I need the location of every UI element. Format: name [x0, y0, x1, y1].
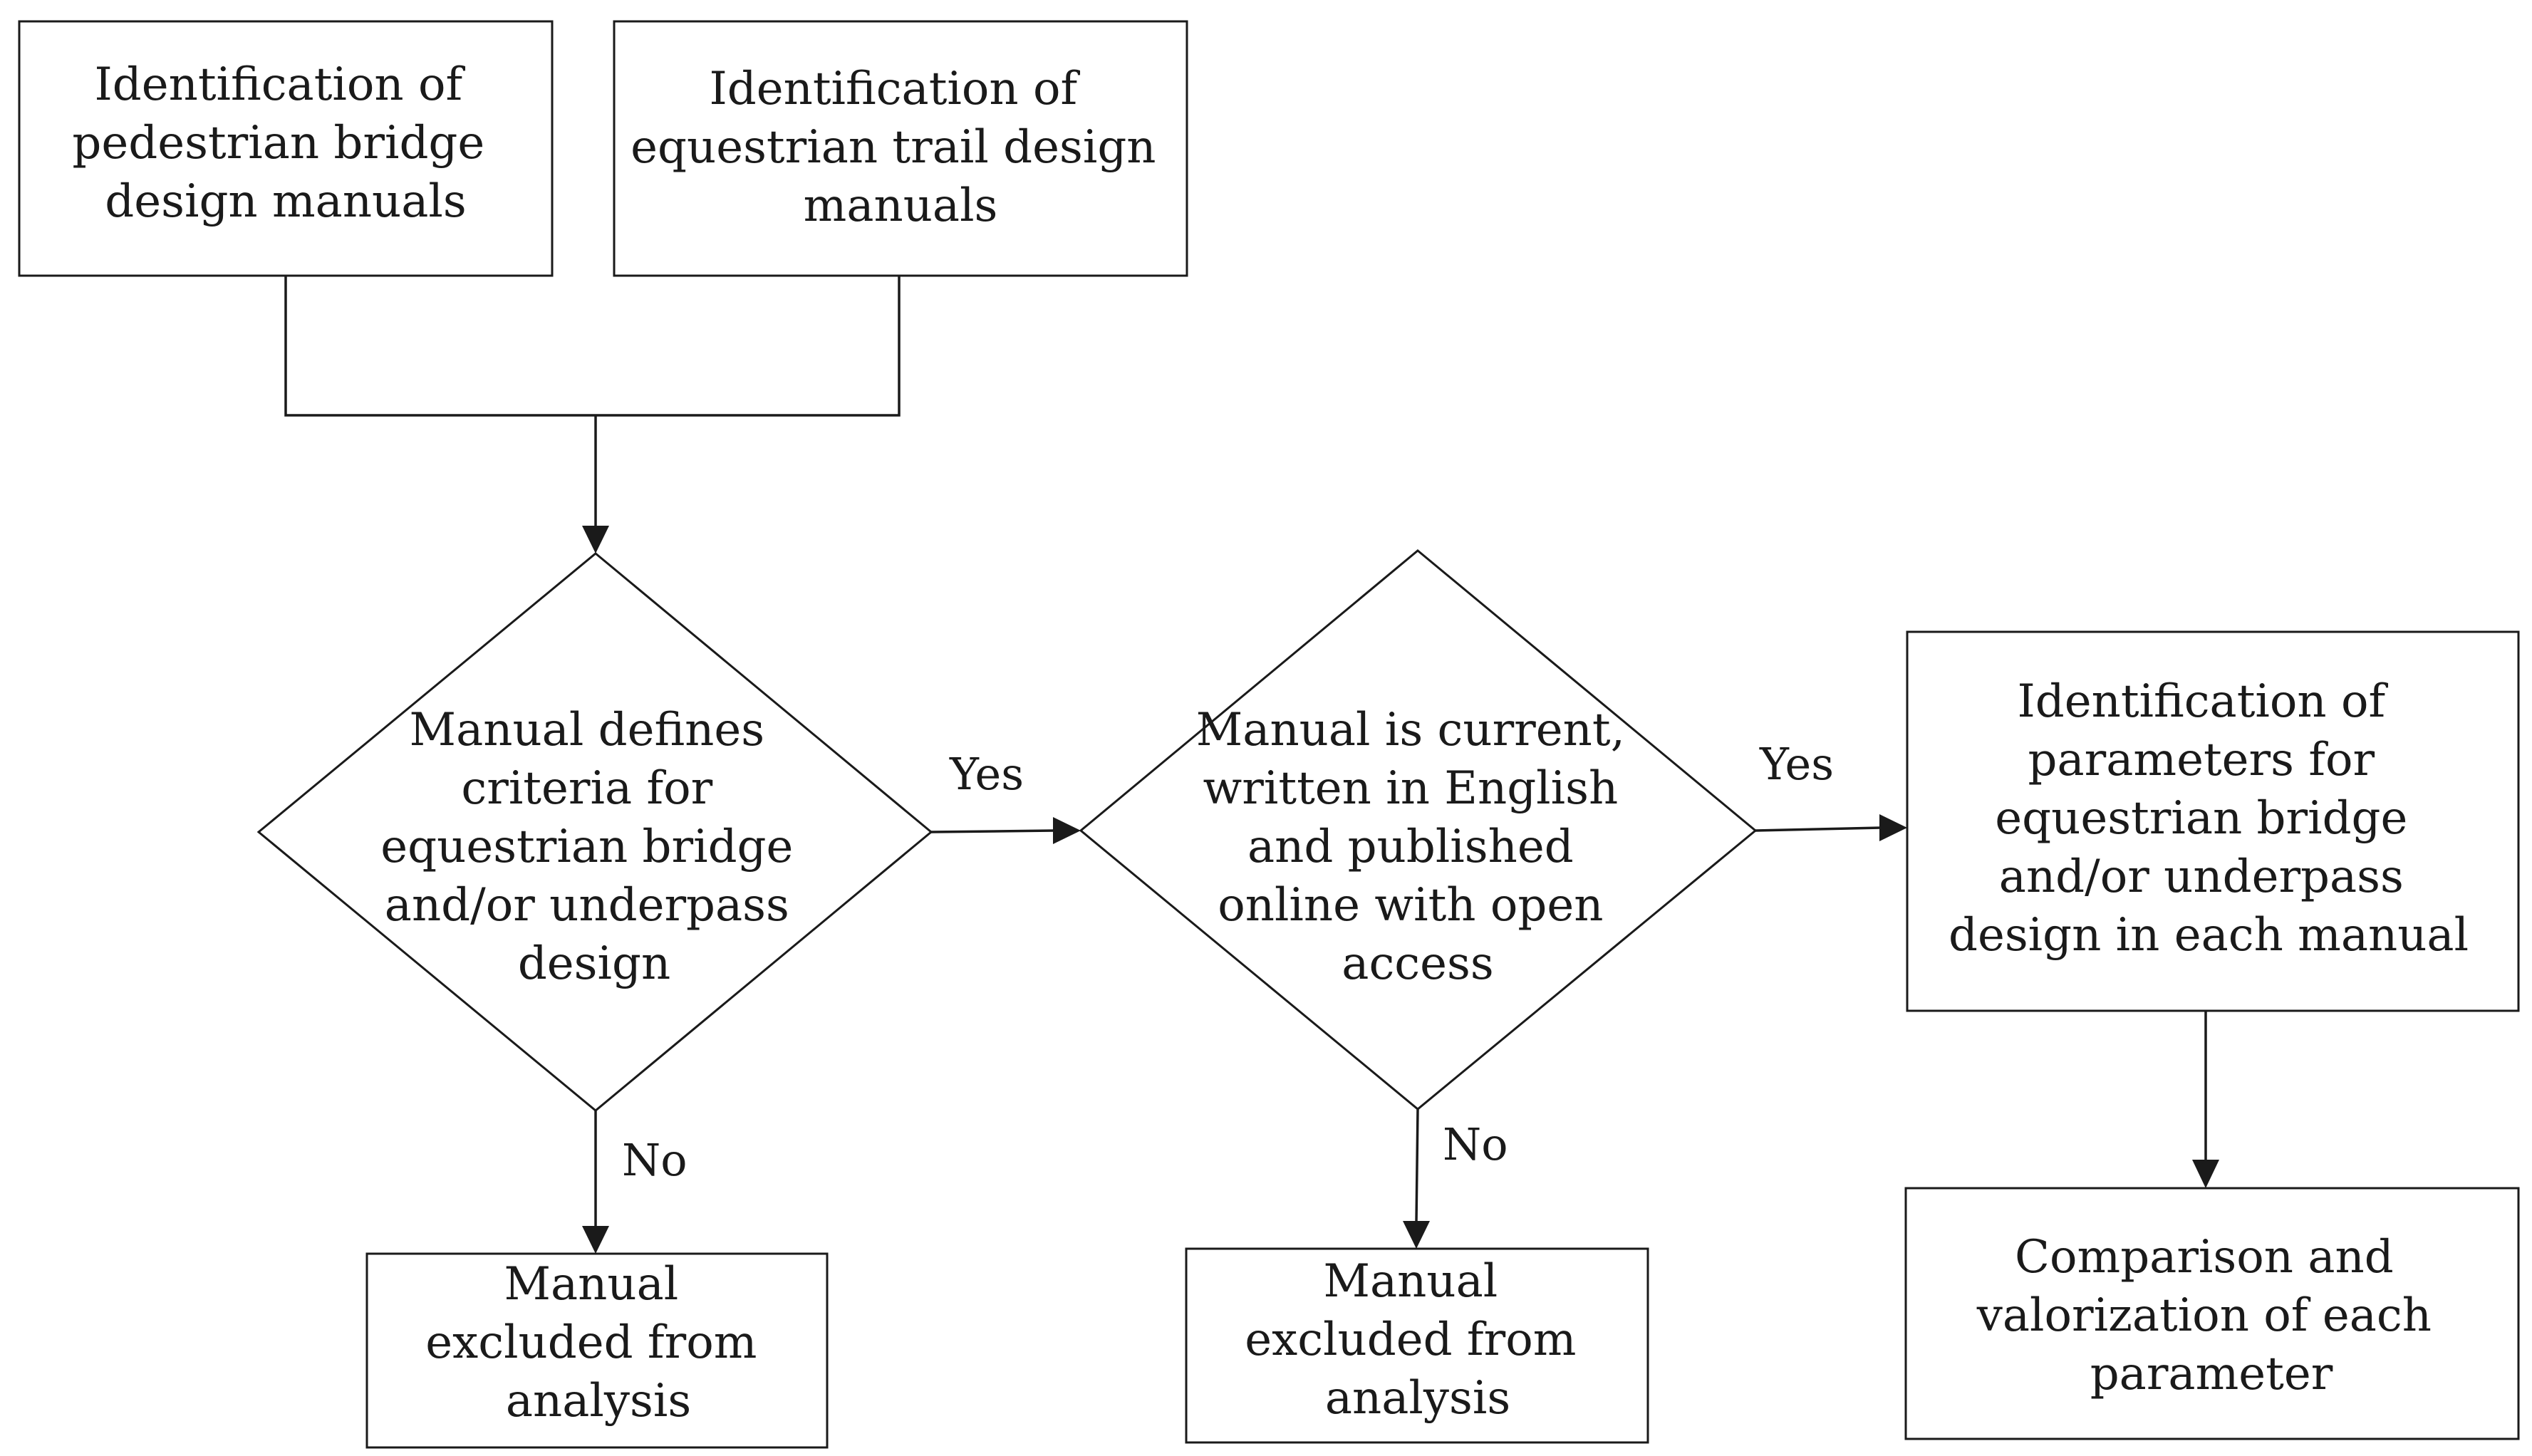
node-text-line: Manual [504, 1258, 678, 1311]
node-text-line: analysis [506, 1375, 691, 1428]
arrowhead-yes-2 [1879, 814, 1907, 841]
node-text-line: valorization of each [1976, 1289, 2432, 1342]
node-comparison-text: Comparison and valorization of each para… [1976, 1231, 2447, 1400]
node-decision-criteria-text: Manual defines criteria for equestrian b… [380, 704, 807, 990]
arrow-yes-2 [1755, 826, 1882, 832]
node-excluded-2 [1185, 1247, 1649, 1444]
node-text-line: excluded from [1245, 1314, 1576, 1366]
arrowhead-yes-1 [1053, 817, 1081, 844]
node-text-line: design [518, 937, 670, 990]
node-text-line: excluded from [425, 1316, 757, 1369]
node-text-line: access [1342, 937, 1493, 990]
arrowhead-no-1 [582, 1226, 609, 1254]
edge-label-no-2: No [1443, 1118, 1508, 1170]
node-pedestrian-manuals [18, 20, 554, 277]
node-excluded-1 [365, 1252, 829, 1449]
node-text-line: Comparison and [2015, 1231, 2394, 1284]
arrow-no-2 [1415, 1108, 1419, 1223]
node-text-line: design in each manual [1949, 909, 2469, 962]
node-text-line: manuals [804, 180, 998, 232]
merge-connector [284, 276, 901, 417]
edge-label-yes-1: Yes [949, 748, 1024, 800]
node-text-line: Identification of [2017, 675, 2388, 728]
node-decision-current-text: Manual is current, written in English an… [1196, 704, 1640, 990]
node-text-line: criteria for [461, 762, 712, 815]
node-text-line: Manual is current, [1196, 704, 1625, 756]
node-text-line: pedestrian bridge [72, 117, 484, 170]
node-text-line: written in English [1203, 762, 1619, 815]
node-text-line: design manuals [105, 175, 466, 228]
node-excluded-1-text: Manual excluded from analysis [425, 1258, 772, 1428]
node-text-line: and published [1247, 821, 1574, 873]
node-identify-parameters-text: Identification of parameters for equestr… [1949, 675, 2469, 962]
node-pedestrian-manuals-text: Identification of pedestrian bridge desi… [72, 58, 499, 228]
node-text-line: equestrian bridge [1995, 792, 2407, 845]
node-text-line: parameter [2090, 1348, 2333, 1400]
node-text-line: Manual defines [410, 704, 765, 756]
arrowhead-to-decision-criteria [582, 526, 609, 553]
node-text-line: equestrian trail design [631, 121, 1156, 174]
arrow-yes-1 [930, 829, 1055, 833]
node-text-line: analysis [1325, 1372, 1510, 1425]
node-text-line: Manual [1323, 1255, 1498, 1308]
node-text-line: equestrian bridge [380, 821, 793, 873]
node-text-line: and/or underpass [385, 879, 789, 932]
node-text-line: Identification of [709, 63, 1080, 115]
edge-label-no-1: No [622, 1134, 688, 1186]
node-text-line: online with open [1218, 879, 1603, 932]
node-text-line: parameters for [2028, 734, 2375, 786]
node-excluded-2-text: Manual excluded from analysis [1245, 1255, 1591, 1425]
node-identify-parameters [1906, 630, 2520, 1012]
node-equestrian-trail-manuals [613, 20, 1188, 277]
node-comparison [1904, 1187, 2520, 1440]
edge-label-yes-2: Yes [1759, 738, 1834, 790]
arrowhead-no-2 [1403, 1221, 1430, 1249]
node-text-line: and/or underpass [1999, 851, 2404, 903]
node-text-line: Identification of [94, 58, 465, 111]
node-equestrian-trail-manuals-text: Identification of equestrian trail desig… [631, 63, 1171, 232]
arrowhead-to-comparison [2192, 1160, 2219, 1188]
